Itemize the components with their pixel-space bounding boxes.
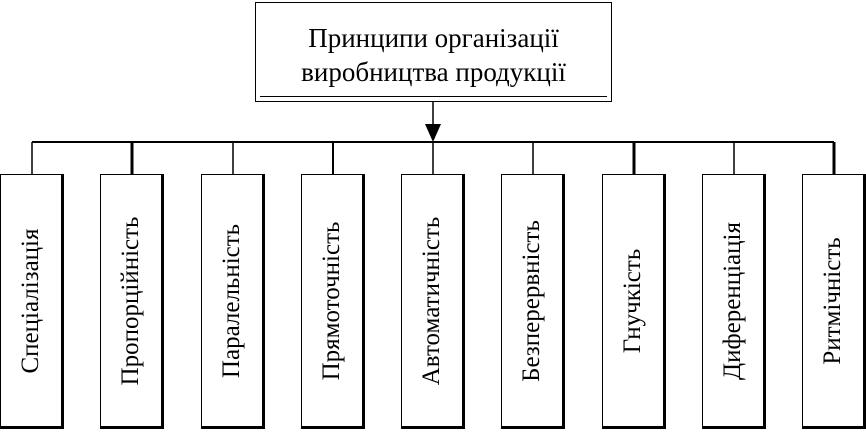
arrow-head-icon xyxy=(425,124,441,142)
root-principles-box: Принципи організації виробництва продукц… xyxy=(255,2,612,102)
principle-label: Паралельність xyxy=(218,223,245,378)
principle-box-proportionality: Пропорційність xyxy=(100,174,164,429)
principle-box-parallelism: Паралельність xyxy=(201,174,265,429)
principle-box-continuity: Безперервність xyxy=(501,174,565,429)
principle-label: Пропорційність xyxy=(117,216,144,385)
principle-box-specialization: Спеціалізація xyxy=(0,174,64,429)
principle-label: Безперервність xyxy=(518,219,545,382)
principle-label: Диференціація xyxy=(719,221,746,380)
principle-box-flexibility: Гнучкість xyxy=(602,174,666,429)
principle-label: Спеціалізація xyxy=(17,227,44,374)
principle-box-direct-flow: Прямоточність xyxy=(301,174,365,429)
root-title: Принципи організації виробництва продукц… xyxy=(256,21,611,89)
principle-box-rhythmicity: Ритмічність xyxy=(802,174,866,429)
principle-box-automaticity: Автоматичність xyxy=(401,174,465,429)
root-title-line-1: Принципи організації xyxy=(308,23,559,53)
principle-box-differentiation: Диференціація xyxy=(702,174,766,429)
principle-label: Автоматичність xyxy=(418,216,445,385)
principle-label: Прямоточність xyxy=(318,221,345,380)
root-title-line-2: виробництва продукції xyxy=(301,57,566,87)
principle-label: Гнучкість xyxy=(619,248,646,353)
principle-label: Ритмічність xyxy=(819,236,846,365)
